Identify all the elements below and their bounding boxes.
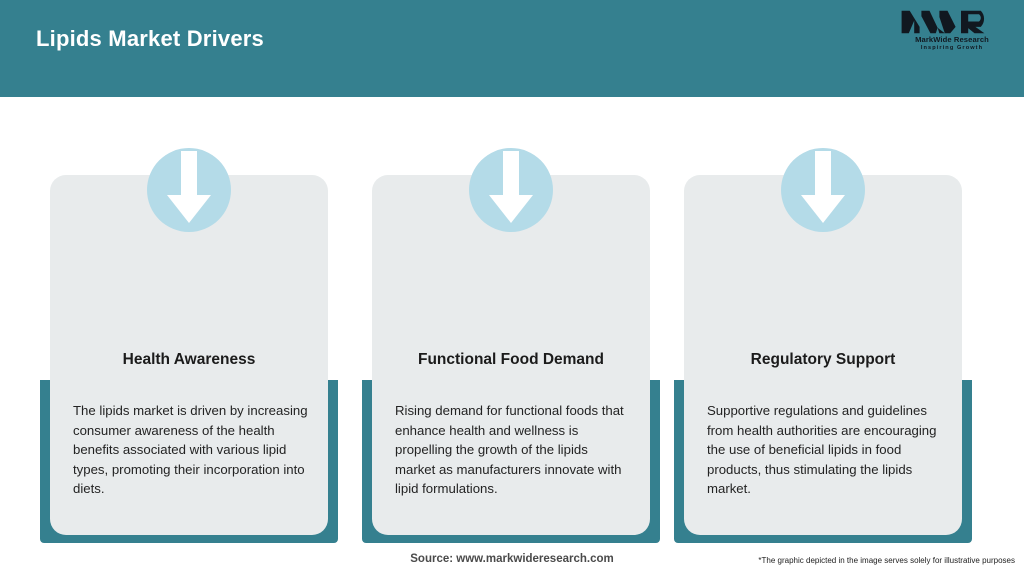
logo-brand-name: MarkWide Research	[915, 35, 989, 44]
card-title: Functional Food Demand	[418, 351, 604, 368]
page-header: Lipids Market Drivers MarkWide Research …	[0, 0, 1024, 97]
card-body-panel: Regulatory Support Supportive regulation…	[684, 175, 962, 535]
disclaimer-note: *The graphic depicted in the image serve…	[758, 556, 1015, 565]
page-title: Lipids Market Drivers	[36, 26, 264, 51]
arrow-down-glyph	[801, 151, 845, 223]
driver-card-2[interactable]: Functional Food Demand Rising demand for…	[362, 97, 660, 543]
arrow-down-icon	[469, 148, 553, 232]
arrow-down-glyph	[167, 151, 211, 223]
card-title: Health Awareness	[122, 351, 256, 368]
card-body-panel: Health Awareness The lipids market is dr…	[50, 175, 328, 535]
logo-tagline: Inspiring Growth	[920, 45, 984, 51]
driver-card-3[interactable]: Regulatory Support Supportive regulation…	[674, 97, 972, 543]
brand-logo: MarkWide Research Inspiring Growth	[896, 8, 1008, 56]
arrow-down-icon	[147, 148, 231, 232]
card-description: Supportive regulations and guidelines fr…	[707, 403, 937, 497]
card-body-panel: Functional Food Demand Rising demand for…	[372, 175, 650, 535]
card-description: The lipids market is driven by increasin…	[73, 403, 308, 497]
arrow-down-icon	[781, 148, 865, 232]
mwr-monogram-icon	[901, 10, 985, 34]
driver-card-1[interactable]: Health Awareness The lipids market is dr…	[40, 97, 338, 543]
drivers-card-row: Health Awareness The lipids market is dr…	[0, 97, 1024, 543]
card-description: Rising demand for functional foods that …	[395, 403, 624, 497]
source-note: Source: www.markwideresearch.com	[410, 553, 614, 565]
card-title: Regulatory Support	[750, 351, 896, 368]
arrow-down-glyph	[489, 151, 533, 223]
